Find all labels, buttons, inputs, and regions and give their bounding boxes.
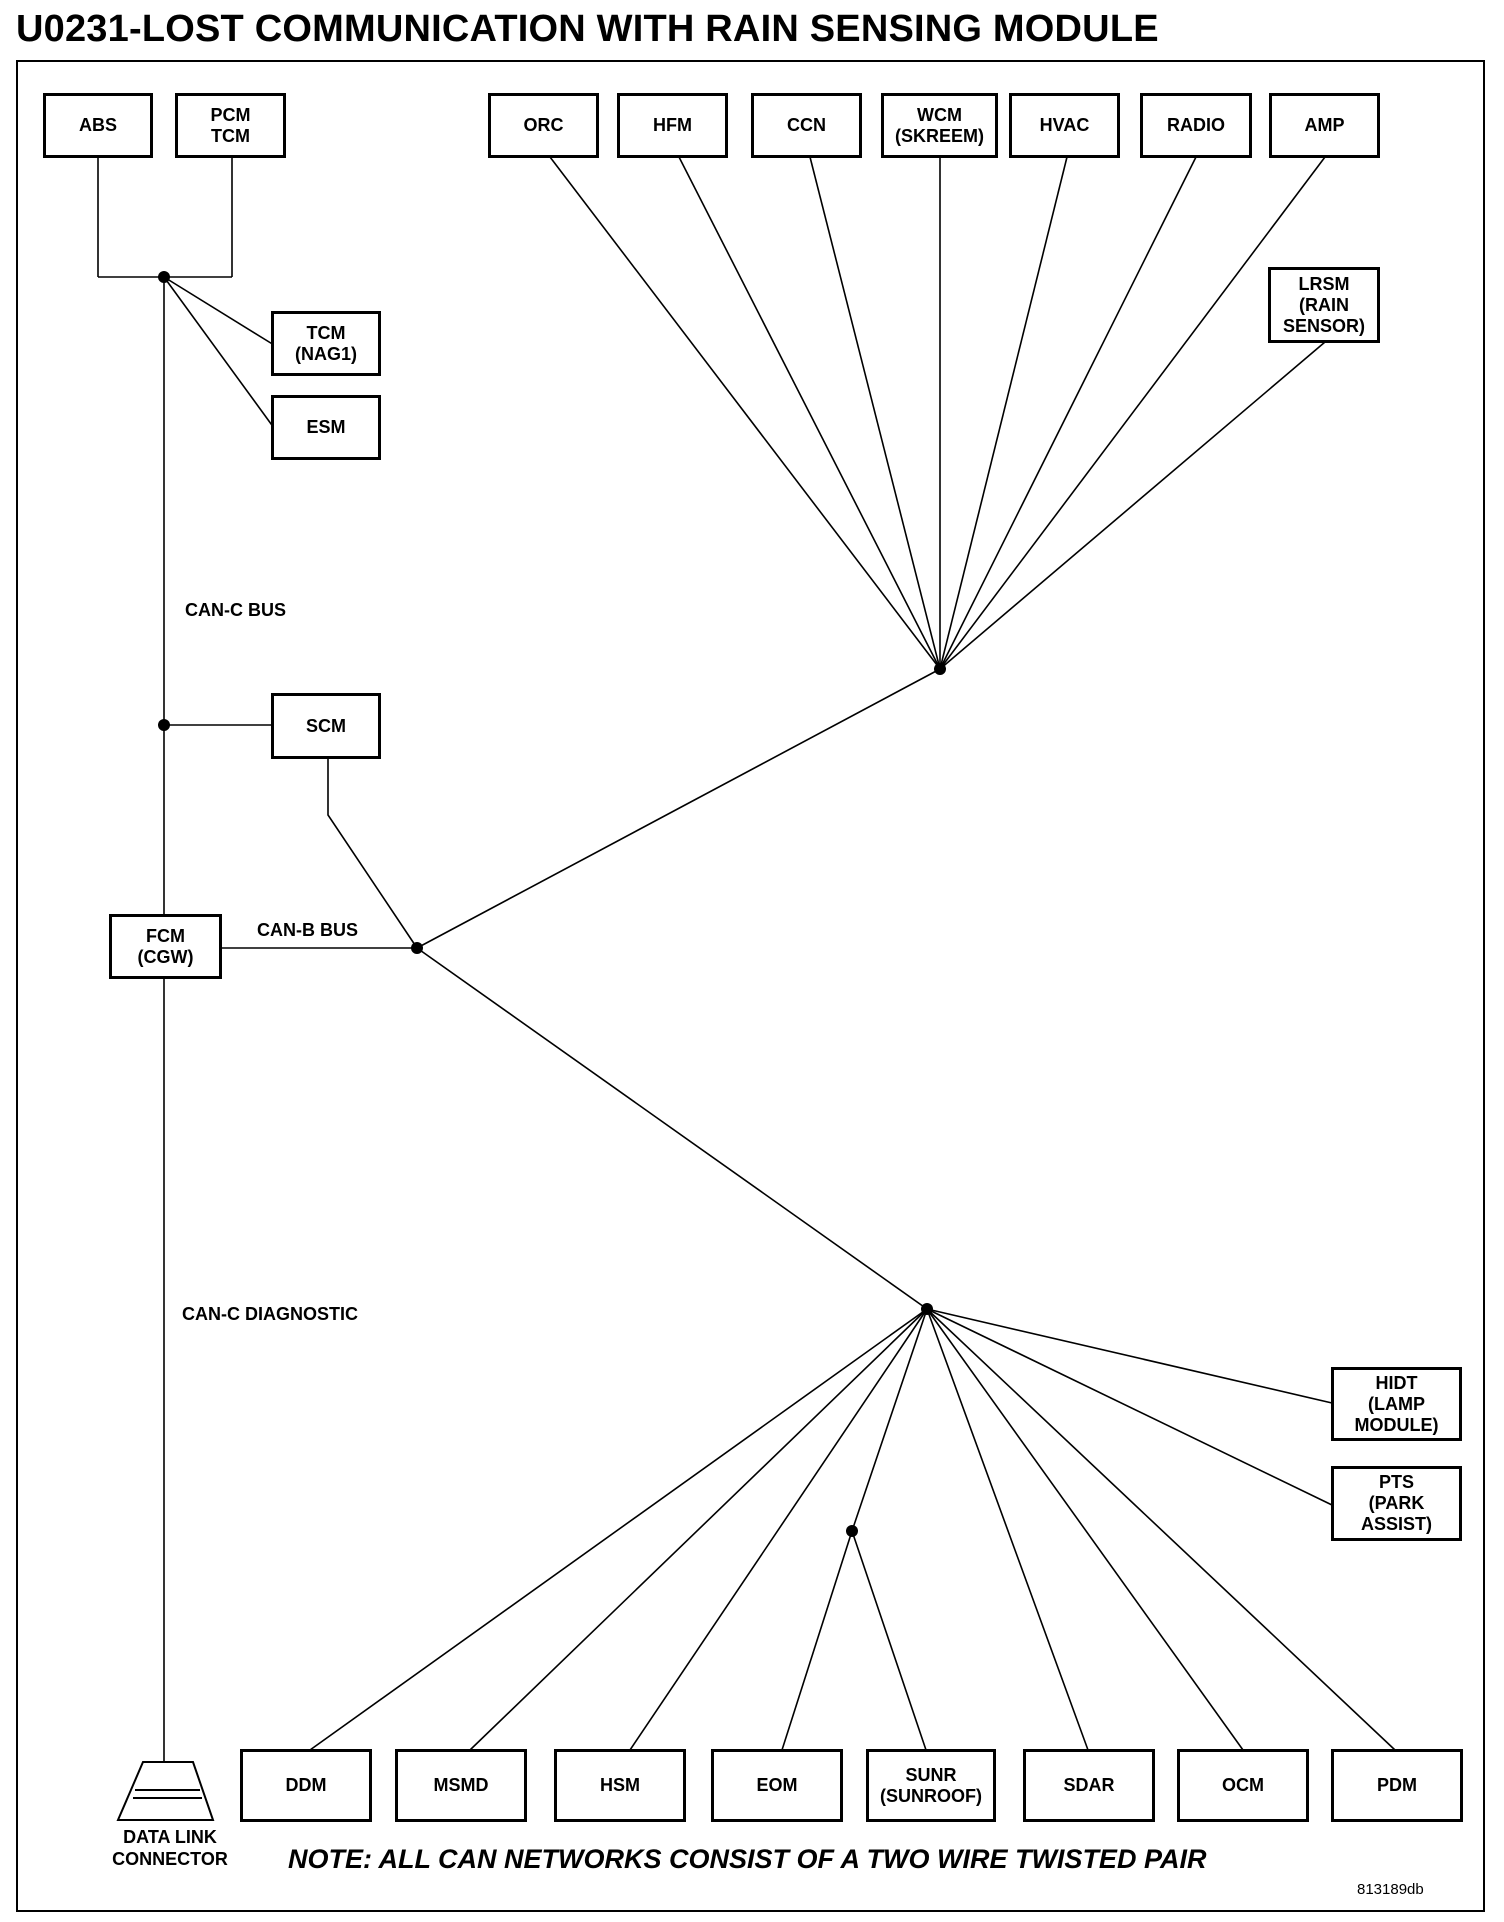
wire-canb-upper	[416, 668, 941, 949]
wire-radio	[939, 156, 1197, 670]
can-c-diagnostic-label: CAN-C DIAGNOSTIC	[182, 1304, 358, 1324]
wire-eom	[781, 1530, 853, 1751]
wire-hfm	[678, 156, 941, 670]
module-sunr: SUNR (SUNROOF)	[866, 1749, 996, 1822]
module-wcm: WCM (SKREEM)	[881, 93, 998, 158]
wire-amp	[939, 156, 1326, 670]
module-orc: ORC	[488, 93, 599, 158]
module-ccn: CCN	[751, 93, 862, 158]
module-ocm: OCM	[1177, 1749, 1309, 1822]
data-link-connector-icon	[116, 1761, 215, 1821]
wire-msmd	[469, 1308, 928, 1751]
wire-scm-canb	[327, 759, 418, 949]
module-lrsm: LRSM (RAIN SENSOR)	[1268, 267, 1380, 343]
module-sdar: SDAR	[1023, 1749, 1155, 1822]
data-link-connector-label: DATA LINK CONNECTOR	[112, 1827, 228, 1869]
splice-dot-canb	[411, 942, 423, 954]
module-scm: SCM	[271, 693, 381, 759]
module-radio: RADIO	[1140, 93, 1252, 158]
module-hsm: HSM	[554, 1749, 686, 1822]
page-title: U0231-LOST COMMUNICATION WITH RAIN SENSI…	[16, 8, 1159, 50]
module-pdm: PDM	[1331, 1749, 1463, 1822]
wire-hidt	[926, 1308, 1333, 1404]
module-eom: EOM	[711, 1749, 843, 1822]
wire-esm	[163, 276, 275, 429]
wire-lrsm	[939, 341, 1326, 670]
module-ddm: DDM	[240, 1749, 372, 1822]
module-pcm-tcm: PCM TCM	[175, 93, 286, 158]
figure-id: 813189db	[1357, 1881, 1424, 1898]
wire-ocm	[926, 1308, 1244, 1751]
wire-ccn	[809, 156, 941, 670]
splice-dot-canc-scm	[158, 719, 170, 731]
wire-canb-lower	[416, 947, 928, 1310]
can-b-bus-label: CAN-B BUS	[257, 920, 358, 940]
wire-ddm	[309, 1308, 928, 1751]
wire-orc	[549, 156, 941, 670]
wire-tcm	[163, 276, 275, 346]
module-hidt: HIDT (LAMP MODULE)	[1331, 1367, 1462, 1441]
module-tcm-nag1: TCM (NAG1)	[271, 311, 381, 376]
can-c-bus-label: CAN-C BUS	[185, 600, 286, 620]
wire-sunr-branch	[851, 1308, 928, 1532]
splice-dot-canc-top	[158, 271, 170, 283]
module-pts: PTS (PARK ASSIST)	[1331, 1466, 1462, 1541]
module-amp: AMP	[1269, 93, 1380, 158]
module-fcm-cgw: FCM (CGW)	[109, 914, 222, 979]
wire-pts	[926, 1308, 1333, 1506]
wire-hvac	[939, 156, 1068, 670]
wire-sdar	[926, 1308, 1089, 1751]
splice-dot-sunroof	[846, 1525, 858, 1537]
module-abs: ABS	[43, 93, 153, 158]
wire-sunr	[851, 1530, 927, 1751]
module-hfm: HFM	[617, 93, 728, 158]
splice-dot-upper-star	[934, 663, 946, 675]
module-esm: ESM	[271, 395, 381, 460]
wire-hsm	[629, 1308, 928, 1751]
twisted-pair-note: NOTE: ALL CAN NETWORKS CONSIST OF A TWO …	[288, 1844, 1207, 1874]
wire-pdm	[926, 1308, 1396, 1751]
module-hvac: HVAC	[1009, 93, 1120, 158]
diagram-frame	[16, 60, 1485, 1912]
splice-dot-lower-star	[921, 1303, 933, 1315]
module-msmd: MSMD	[395, 1749, 527, 1822]
